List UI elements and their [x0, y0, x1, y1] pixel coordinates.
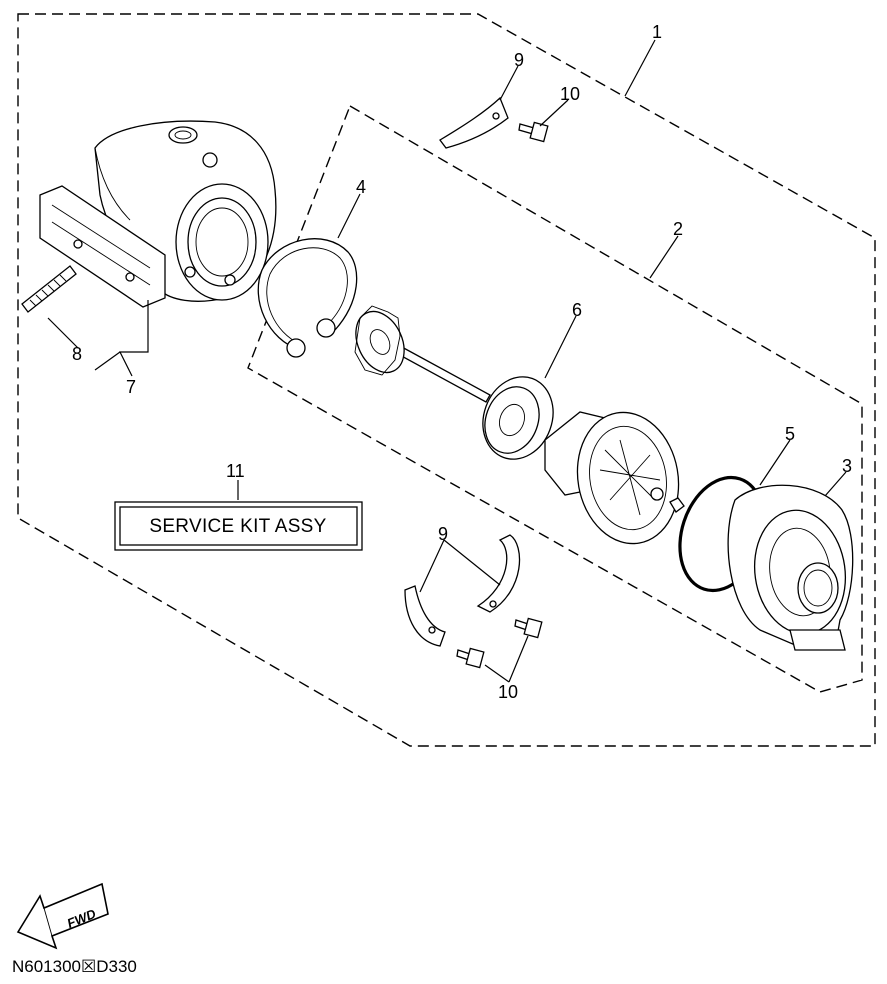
callout-7: 7	[126, 377, 136, 397]
center-housing-part	[544, 411, 685, 545]
rotor-shaft-part	[354, 305, 491, 403]
bolt-lower-left-part	[456, 647, 485, 669]
callout-11: 11	[226, 461, 245, 481]
diagram-code: N601300☒D330	[12, 957, 137, 976]
fwd-arrow-icon: FWD	[16, 882, 109, 950]
callout-1: 1	[652, 22, 662, 42]
callout-9-top: 9	[514, 50, 524, 70]
seal-plate-part	[482, 376, 554, 460]
bracket-lower-right-part	[476, 534, 521, 613]
callout-10-lower: 10	[498, 682, 518, 702]
callout-8: 8	[72, 344, 82, 364]
callout-10-top: 10	[560, 84, 580, 104]
service-kit-label: SERVICE KIT ASSY	[149, 516, 326, 537]
leader-lines	[47, 39, 847, 683]
callout-6: 6	[572, 300, 582, 320]
service-kit-box: SERVICE KIT ASSY	[114, 501, 363, 551]
callout-9-lower: 9	[438, 524, 448, 544]
assembly-2-boundary	[247, 104, 863, 693]
bracket-lower-left-part	[404, 585, 446, 647]
callout-4: 4	[356, 177, 366, 197]
bracket-top-part	[439, 96, 509, 149]
circlip-part	[257, 238, 358, 358]
stud-bolt-part	[21, 265, 77, 313]
callout-3: 3	[842, 456, 852, 476]
bolt-lower-right-part	[514, 617, 543, 639]
compressor-housing-part	[727, 484, 854, 651]
callout-2: 2	[673, 219, 683, 239]
turbine-housing-part	[39, 120, 277, 308]
bolt-top-part	[518, 121, 549, 143]
assembly-1-boundary	[17, 13, 876, 747]
callout-5: 5	[785, 424, 795, 444]
